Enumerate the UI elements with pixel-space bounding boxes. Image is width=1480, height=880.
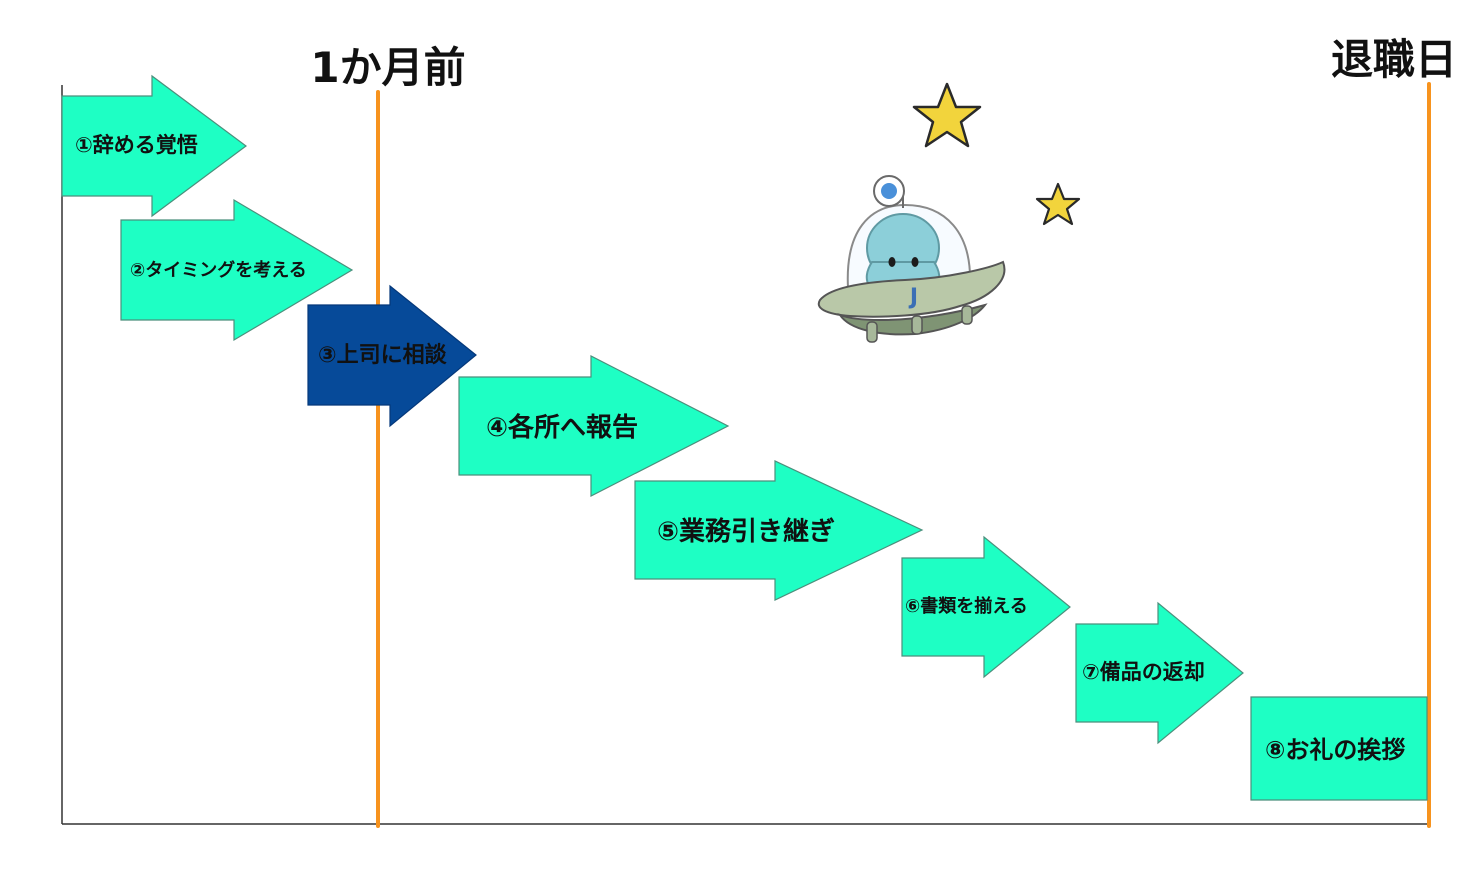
- step-arrow-5: [634, 460, 924, 601]
- retirement-day-label: 退職日: [1331, 35, 1457, 84]
- step-label-7: ⑦備品の返却: [1082, 660, 1205, 684]
- one-month-before-label: 1か月前: [310, 43, 465, 92]
- step-arrows: ①辞める覚悟 ②タイミングを考える ③上司に相談 ④各所へ報告 ⑤業務引き継ぎ ⑥書類を揃…: [61, 74, 1428, 801]
- timeline-axes: [61, 85, 1430, 825]
- svg-text:J: J: [908, 285, 918, 310]
- step-arrow-8: [1250, 696, 1428, 801]
- step-arrow-7: [1075, 601, 1244, 745]
- step-arrow-1: [61, 74, 248, 218]
- step-arrow-2: [120, 198, 354, 342]
- step-label-1: ①辞める覚悟: [75, 133, 198, 157]
- step-label-5: ⑤業務引き継ぎ: [657, 516, 835, 547]
- step-label-4: ④各所へ報告: [486, 412, 638, 443]
- step-label-8: ⑧お礼の挨拶: [1265, 736, 1405, 764]
- step-label-6: ⑥書類を揃える: [905, 595, 1028, 617]
- ufo-mascot-icon: J: [817, 175, 1006, 343]
- step-arrow-3: [307, 284, 477, 428]
- milestone-lines: [376, 82, 1431, 828]
- step-label-3: ③上司に相談: [318, 342, 448, 368]
- star-icon: [912, 82, 982, 148]
- step-arrow-4: [458, 355, 730, 497]
- step-label-2: ②タイミングを考える: [130, 259, 307, 281]
- step-arrow-6: [901, 535, 1071, 679]
- star-icon: [1035, 182, 1081, 226]
